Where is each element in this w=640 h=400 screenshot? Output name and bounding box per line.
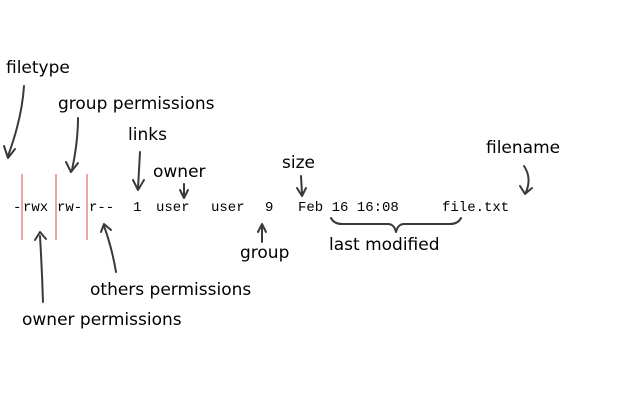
filetype-arrow (7, 85, 25, 157)
ls-group: user (211, 200, 245, 216)
label-group-permissions: group permissions (58, 94, 215, 114)
ls-other-perms: r-- (89, 200, 115, 216)
ls-size: 9 (265, 200, 274, 216)
label-filename: filename (486, 138, 561, 158)
label-size: size (282, 153, 315, 173)
ls-filetype: - (13, 200, 22, 216)
links-arrow (137, 151, 141, 189)
others-permissions-arrow-head (100, 223, 112, 233)
filetype-arrow-head (3, 145, 16, 159)
owner-arrow-head (179, 189, 189, 199)
group-arrow-head (257, 223, 267, 233)
filename-arrow-head (519, 185, 533, 195)
owner-permissions-arrow-head (34, 231, 47, 241)
ls-links: 1 (133, 200, 142, 216)
links-arrow-head (132, 179, 145, 191)
label-filetype: filetype (6, 58, 70, 78)
last-modified-brace (330, 217, 462, 233)
others-permissions-arrow (103, 225, 117, 273)
label-owner-permissions: owner permissions (22, 310, 182, 330)
label-group: group (240, 243, 290, 263)
ls-modified: Feb 16 16:08 (298, 200, 399, 216)
label-last-modified: last modified (329, 235, 440, 255)
owner-permissions-arrow (39, 235, 44, 303)
label-others-permissions: others permissions (90, 280, 252, 300)
ls-filename: file.txt (442, 200, 510, 216)
group-permissions-arrow (71, 117, 79, 171)
filename-arrow (523, 165, 530, 193)
ls-owner: user (156, 200, 190, 216)
size-arrow-head (296, 187, 307, 197)
label-links: links (128, 125, 167, 145)
ls-group-perms: rw- (57, 200, 83, 216)
ls-owner-perms: rwx (23, 200, 49, 216)
size-arrow (300, 175, 303, 195)
label-owner: owner (153, 162, 206, 182)
group-permissions-arrow-head (65, 161, 79, 173)
